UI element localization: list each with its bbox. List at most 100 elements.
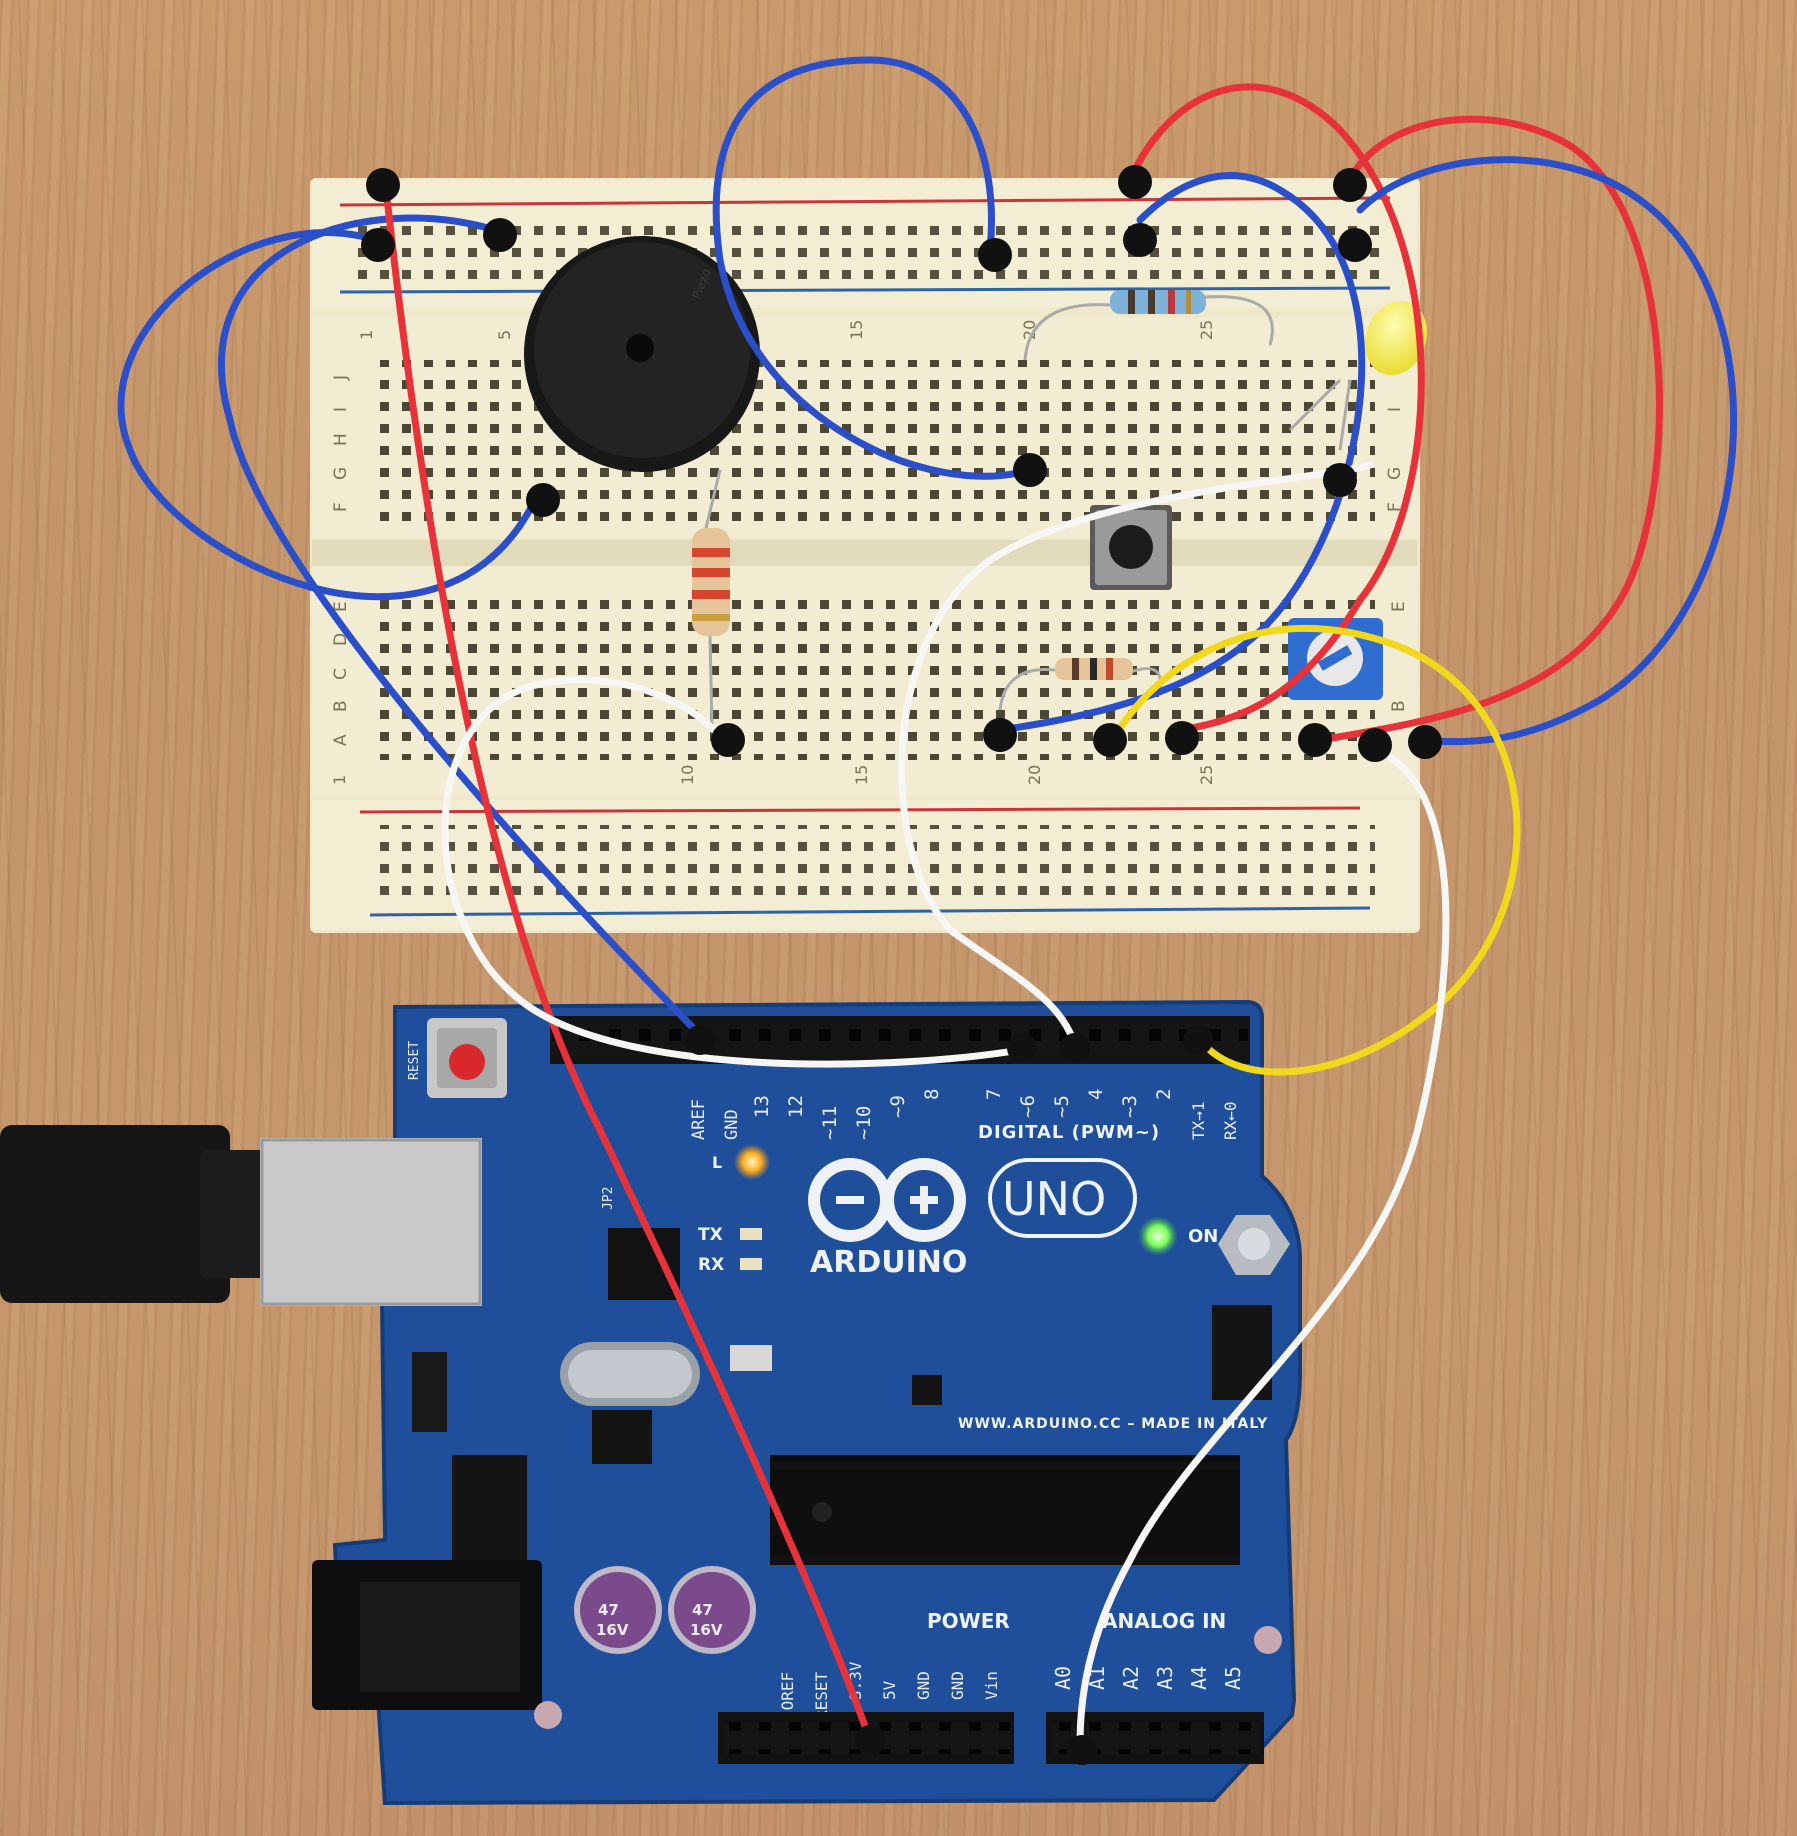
usb-cable: [0, 1125, 482, 1306]
pin-label-rx0: RX←0: [1221, 1101, 1240, 1140]
top-power-rail: [312, 180, 1417, 308]
power-pin-ioref: IOREF: [778, 1672, 797, 1720]
col-num-5: 5: [495, 330, 514, 340]
pin-label-gnd: GND: [722, 1109, 742, 1140]
pin-label-5: ~5: [1051, 1095, 1073, 1118]
row-letter-h: H: [331, 433, 351, 446]
col-num-20: 20: [1020, 320, 1039, 340]
uno-badge: [988, 1158, 1137, 1238]
row-letter-a: A: [331, 734, 351, 746]
capacitor-left-voltage: 16V: [596, 1621, 629, 1639]
usb-controller-chip: [608, 1228, 680, 1300]
wire-blue-right-2: [1356, 156, 1738, 746]
row-letter-c: C: [331, 668, 351, 680]
col-num-25-bottom: 25: [1197, 765, 1216, 785]
pin-label-10: ~10: [853, 1106, 875, 1140]
mounting-screw: [1218, 1215, 1290, 1275]
model-label: UNO: [1002, 1172, 1106, 1226]
upper-terminal-strip: [312, 318, 1417, 538]
wire-yellow: [1106, 624, 1521, 1076]
column-numbers-bottom: 1 10 15 20 25: [330, 765, 1216, 785]
pin-label-12: 12: [785, 1095, 807, 1118]
led-l-label: L: [712, 1153, 722, 1172]
pin-label-13: 13: [751, 1095, 773, 1118]
led-rx-label: RX: [698, 1255, 724, 1275]
brand-label: ARDUINO: [810, 1245, 967, 1280]
row-letter-b: B: [331, 700, 351, 712]
resistor-button: [998, 658, 1163, 711]
capacitor-right: 47 16V: [668, 1566, 756, 1654]
screw-bottom-right: [1254, 1626, 1282, 1654]
arduino-uno-board: RESET AREF GND 13 12 ~11 ~10 ~9 8 7 ~6 ~…: [312, 999, 1302, 1806]
col-num-15-bottom: 15: [852, 765, 871, 785]
pin-label-11: ~11: [819, 1106, 841, 1140]
led-rx: [740, 1258, 762, 1270]
led-tx-label: TX: [698, 1225, 723, 1245]
reset-button[interactable]: [427, 1018, 507, 1098]
wire-white-right: [1076, 746, 1450, 1754]
power-pin-reset: RESET: [812, 1671, 831, 1720]
col-num-10-bottom: 10: [678, 765, 697, 785]
pin-label-6: ~6: [1017, 1095, 1039, 1118]
pin-label-4: 4: [1085, 1089, 1107, 1100]
piezo-buzzer: Piezo: [524, 236, 760, 472]
wire-red-long: [381, 176, 874, 1744]
col-num-1: 1: [357, 330, 376, 340]
usb-b-plug: [260, 1138, 482, 1306]
power-label: POWER: [927, 1609, 1010, 1633]
row-letter-b-right: B: [1389, 700, 1409, 712]
yellow-led: [1288, 300, 1428, 451]
power-pin-gnd1: GND: [914, 1671, 933, 1700]
regulator-chip: [592, 1410, 652, 1464]
screw-bottom-left: [534, 1701, 562, 1729]
capacitor-left: 47 16V: [574, 1566, 662, 1654]
jp2-label: JP2: [601, 1187, 616, 1210]
capacitor-left-value: 47: [598, 1601, 619, 1619]
led-on-glow: [1138, 1216, 1178, 1256]
reset-en-jumper: [730, 1345, 772, 1371]
col-num-25: 25: [1197, 320, 1216, 340]
wire-blue-right-1: [996, 172, 1366, 734]
pin-label-tx1: TX→1: [1189, 1101, 1208, 1140]
analog-pin-a5: A5: [1221, 1666, 1245, 1690]
analog-pin-a2: A2: [1119, 1666, 1143, 1690]
row-letter-i-right: I: [1385, 407, 1405, 412]
wire-red-top-1: [1126, 83, 1425, 734]
wire-blue-left-rail: [218, 214, 704, 1039]
col-num-1-bottom: 1: [330, 775, 349, 785]
wire-plugs: [361, 165, 1442, 1765]
row-letter-g: G: [331, 467, 351, 480]
power-pin-vin: Vin: [982, 1671, 1001, 1700]
pin-label-3: ~3: [1119, 1095, 1141, 1118]
jumper-wires: [117, 56, 1738, 1754]
column-numbers-top: 1 5 15 20 25: [357, 320, 1216, 340]
atmega-chip: [770, 1455, 1240, 1565]
analog-pin-labels: A0 A1 A2 A3 A4 A5: [1051, 1666, 1245, 1690]
center-channel: [312, 540, 1417, 566]
potentiometer: [1288, 618, 1383, 700]
pin-label-8: 8: [921, 1089, 943, 1100]
row-letter-e-right: E: [1389, 601, 1409, 612]
voltage-regulator: [452, 1455, 527, 1565]
row-letter-f-right: F: [1385, 502, 1405, 512]
breadboard: 1 5 15 20 25 1 10 15 20 25 J I H G F E D…: [310, 178, 1420, 933]
power-pin-5v: 5V: [880, 1680, 899, 1700]
row-letter-g-right: G: [1385, 467, 1405, 480]
pushbutton: [1090, 505, 1172, 590]
pin-label-9: ~9: [887, 1095, 909, 1118]
row-letter-j: J: [331, 375, 351, 381]
col-num-20-bottom: 20: [1025, 765, 1044, 785]
analog-pin-a3: A3: [1153, 1666, 1177, 1690]
bottom-power-rail: [312, 800, 1417, 930]
small-ic: [912, 1375, 942, 1405]
col-num-15: 15: [847, 320, 866, 340]
digital-pin-labels: AREF GND 13 12 ~11 ~10 ~9 8 7 ~6 ~5 4 ~3…: [689, 1089, 1240, 1140]
diode: [412, 1352, 447, 1432]
led-tx: [740, 1228, 762, 1240]
lower-terminal-strip: [312, 566, 1417, 796]
wire-white-left: [441, 676, 1024, 1068]
analog-in-label: ANALOG IN: [1102, 1609, 1226, 1633]
capacitor-right-value: 47: [692, 1601, 713, 1619]
wire-blue-top-loop: [712, 56, 1034, 480]
